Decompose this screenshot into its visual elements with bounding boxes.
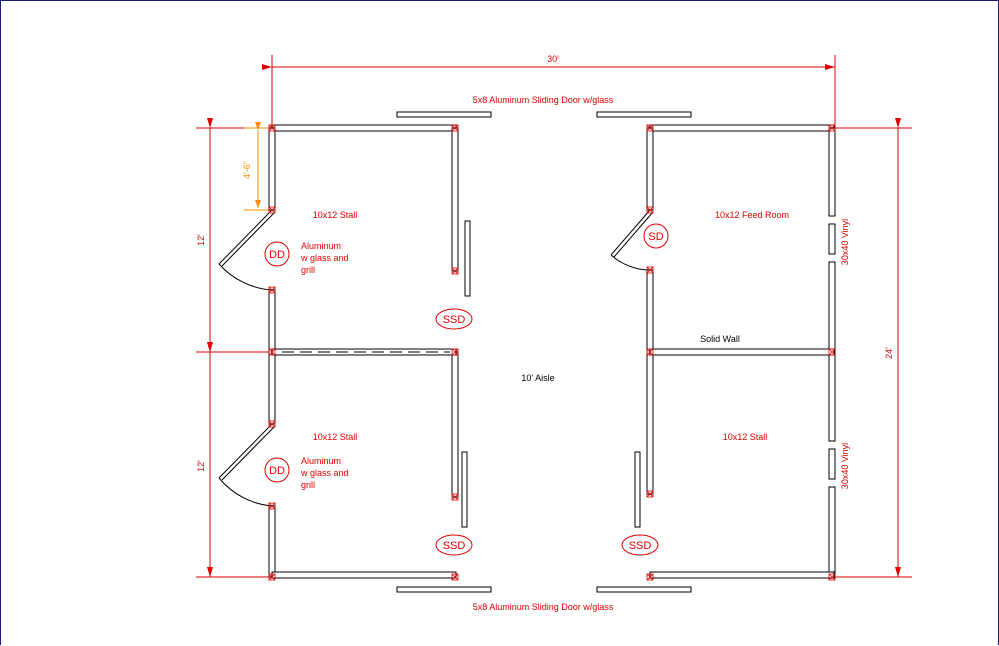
overall-depth-label: 24': [884, 347, 894, 359]
solid-wall-label: Solid Wall: [700, 334, 740, 344]
dimension-overall-width: 30': [262, 54, 836, 128]
right-block-walls: [634, 124, 836, 579]
room-label-bottom-right: 10x12 Stall: [723, 432, 768, 442]
tag-ssd-bottom-right: SSD: [621, 534, 659, 556]
post-marker: [268, 573, 276, 581]
svg-text:w glass and: w glass and: [300, 253, 349, 263]
note-dd-top: Aluminum w glass and grill: [300, 241, 349, 275]
post-marker: [268, 124, 276, 132]
post-marker-cross: [268, 573, 276, 581]
dimension-overall-depth: 24': [835, 118, 912, 578]
tag-dd-bottom: DD: [264, 457, 290, 483]
post-marker-cross: [451, 573, 459, 581]
svg-text:DD: DD: [269, 465, 285, 477]
post-marker-cross: [268, 286, 276, 294]
post-marker-cross: [828, 124, 836, 132]
svg-text:DD: DD: [269, 249, 285, 261]
tag-ssd-top-left: SSD: [435, 308, 473, 330]
bottom-stall-depth-label: 12': [196, 460, 206, 472]
post-marker: [646, 266, 654, 274]
post-marker: [646, 348, 654, 356]
room-label-top-left: 10x12 Stall: [313, 210, 358, 220]
post-marker: [646, 206, 654, 214]
post-marker: [268, 348, 276, 356]
post-marker-cross: [646, 348, 654, 356]
dimension-left-stalls: 12' 12': [196, 118, 272, 578]
tag-dd-top: DD: [264, 241, 290, 267]
post-marker: [828, 573, 836, 581]
post-marker: [828, 348, 836, 356]
svg-text:grill: grill: [301, 480, 315, 490]
post-marker-cross: [646, 266, 654, 274]
svg-text:SSD: SSD: [443, 540, 466, 552]
svg-text:SSD: SSD: [443, 314, 466, 326]
post-marker-cross: [646, 490, 654, 498]
post-marker: [268, 502, 276, 510]
post-marker: [268, 420, 276, 428]
post-marker-cross: [828, 573, 836, 581]
aisle-label: 10' Aisle: [521, 373, 554, 383]
top-sliding-door-label: 5x8 Aluminum Sliding Door w/glass: [473, 95, 614, 105]
svg-text:SSD: SSD: [629, 540, 652, 552]
tag-sd: SD: [643, 223, 669, 249]
post-marker-cross: [268, 206, 276, 214]
svg-text:Aluminum: Aluminum: [301, 456, 341, 466]
post-marker: [646, 124, 654, 132]
window-label-top: 30x40 Vinyl: [840, 219, 850, 265]
top-stall-depth-label: 12': [196, 234, 206, 246]
top-sliding-door: 5x8 Aluminum Sliding Door w/glass: [396, 95, 692, 118]
post-marker: [451, 348, 459, 356]
dimension-door-offset: 4'-6": [242, 122, 272, 211]
svg-text:Aluminum: Aluminum: [301, 241, 341, 251]
post-marker-cross: [268, 502, 276, 510]
post-marker: [646, 573, 654, 581]
bottom-sliding-door: 5x8 Aluminum Sliding Door w/glass: [396, 586, 692, 612]
post-marker-cross: [646, 206, 654, 214]
post-marker-cross: [451, 124, 459, 132]
svg-text:grill: grill: [301, 265, 315, 275]
post-marker: [268, 286, 276, 294]
note-dd-bottom: Aluminum w glass and grill: [300, 456, 349, 490]
left-stall-walls: [268, 124, 471, 579]
post-marker-cross: [828, 348, 836, 356]
post-marker: [451, 267, 459, 275]
tag-ssd-bottom-left: SSD: [435, 534, 473, 556]
post-marker-cross: [646, 573, 654, 581]
post-marker-cross: [268, 124, 276, 132]
post-marker: [268, 206, 276, 214]
overall-width-label: 30': [547, 54, 559, 64]
post-marker-cross: [451, 267, 459, 275]
post-marker-cross: [268, 420, 276, 428]
swing-door-feed-room: [610, 209, 654, 271]
door-offset-label: 4'-6": [242, 161, 252, 179]
room-label-top-right: 10x12 Feed Room: [715, 210, 789, 220]
window-label-bottom: 30x40 Vinyl: [840, 443, 850, 489]
post-marker: [451, 493, 459, 501]
post-marker-cross: [268, 348, 276, 356]
post-markers: [268, 124, 836, 581]
swing-door-top-left: [218, 209, 276, 291]
post-marker: [451, 124, 459, 132]
swing-door-bottom-left: [218, 423, 276, 507]
svg-text:SD: SD: [648, 231, 663, 243]
svg-text:w glass and: w glass and: [300, 468, 349, 478]
post-marker-cross: [646, 124, 654, 132]
room-label-bottom-left: 10x12 Stall: [313, 432, 358, 442]
post-marker: [828, 124, 836, 132]
post-marker: [646, 490, 654, 498]
post-marker-cross: [451, 493, 459, 501]
post-marker-cross: [451, 348, 459, 356]
post-marker: [451, 573, 459, 581]
bottom-sliding-door-label: 5x8 Aluminum Sliding Door w/glass: [473, 602, 614, 612]
